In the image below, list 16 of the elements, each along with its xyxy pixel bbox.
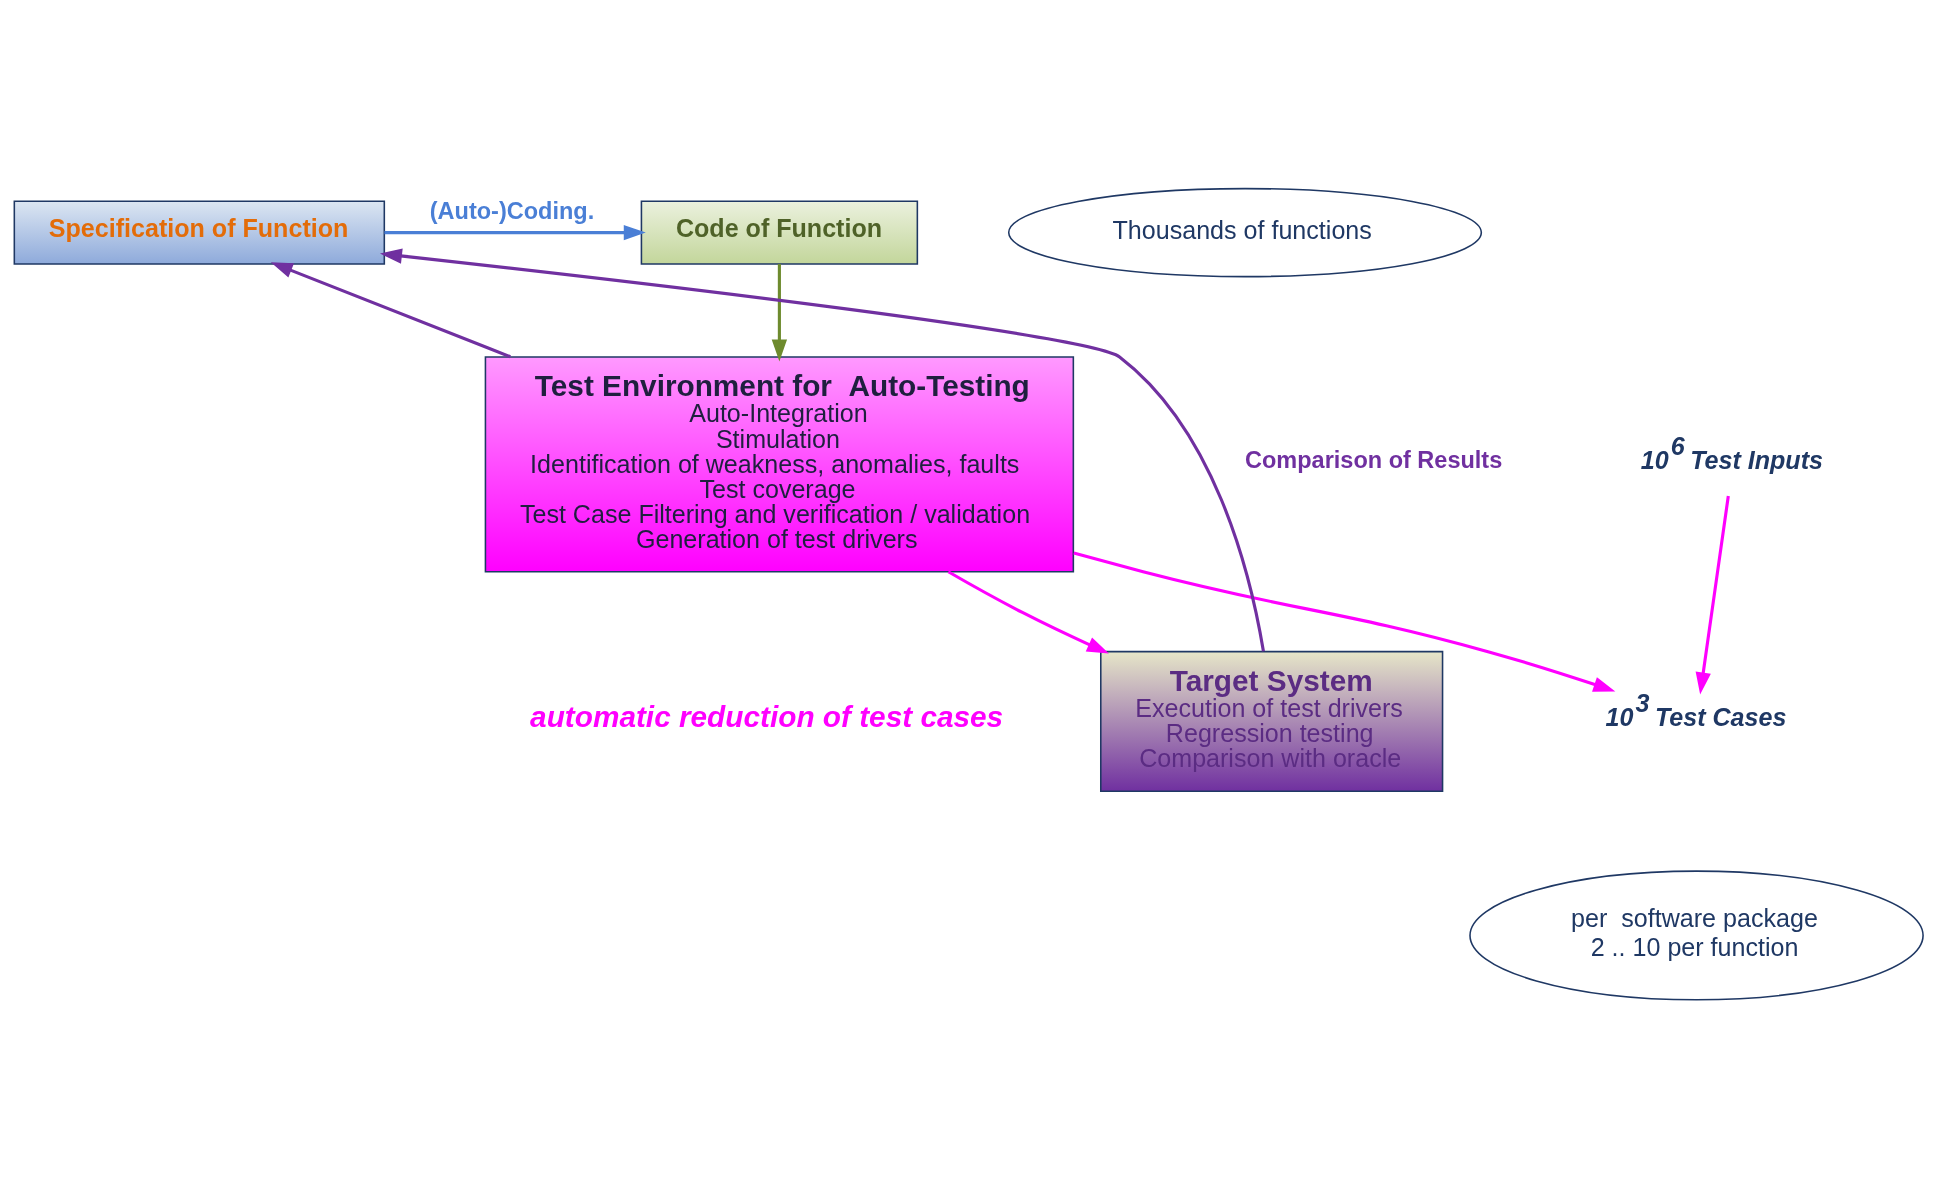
- arrow: [947, 570, 1109, 654]
- arrow: [270, 262, 511, 359]
- arrow: [384, 224, 646, 241]
- arrow: [771, 264, 788, 362]
- edge-label: (Auto-)Coding.: [429, 197, 595, 224]
- node-box: Code of Function: [640, 200, 919, 265]
- node-box: Test Environment for Auto-Testing Auto-Integration Stimulation Identification of weakness, anomalies, faults Test coverage Test Case Filtering and verification / validation Generation of test drivers: [484, 356, 1075, 573]
- label: automatic reduction of test cases: [530, 700, 1004, 734]
- arrow: [1695, 495, 1730, 695]
- edge-label: Comparison of Results: [1245, 447, 1503, 474]
- node-ellipse: per software package 2 .. 10 per function: [1469, 870, 1924, 1001]
- node-box: Target System Execution of test drivers Regression testing Comparison with oracle: [1100, 650, 1444, 792]
- arrow: [379, 248, 1265, 652]
- node-ellipse: Thousands of functions: [1007, 187, 1483, 278]
- node-box: Specification of Function: [13, 200, 386, 265]
- arrow: [1073, 551, 1616, 692]
